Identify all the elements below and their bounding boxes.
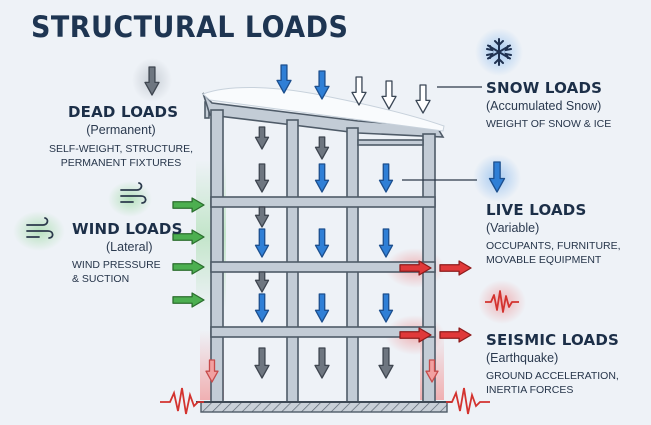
live-arrow-f3-b3	[378, 163, 394, 193]
load-arrows	[144, 64, 506, 383]
wind-arrow-3	[172, 259, 205, 275]
seismic-loads-label: SEISMIC LOADS (Earthquake) GROUND ACCELE…	[486, 331, 619, 397]
dead-loads-label: DEAD LOADS (Permanent)	[68, 103, 179, 137]
seismic-desc-line-1: GROUND ACCELERATION,	[486, 370, 619, 382]
dead-arrow-bay2-ground	[314, 347, 330, 379]
live-desc-line-2: MOVABLE EQUIPMENT	[486, 254, 602, 266]
glow-layer	[13, 28, 526, 400]
seismic-arrow-lower-2	[439, 327, 472, 343]
snow-cap	[202, 87, 445, 132]
snow-desc-line-1: WEIGHT OF SNOW & ICE	[486, 118, 612, 130]
live-desc-line-1: OCCUPANTS, FURNITURE,	[486, 240, 621, 252]
dead-arrow-bay1-2	[254, 206, 270, 228]
live-arrow-f3-b2	[314, 163, 330, 193]
seismic-loads-heading: SEISMIC LOADS	[486, 331, 620, 349]
seismic-loads-subtitle: (Earthquake)	[486, 351, 559, 365]
wind-desc-line-1: WIND PRESSURE	[72, 259, 161, 271]
seismic-base-arrow-right	[425, 359, 439, 383]
live-load-icon-arrow	[488, 161, 506, 193]
dead-loads-subtitle: (Permanent)	[86, 123, 156, 137]
ground-wave-right	[446, 387, 490, 415]
seismic-arrow-upper-1	[399, 260, 432, 276]
ground-wave-left	[160, 387, 204, 415]
snow-arrow-1	[351, 76, 367, 106]
live-arrow-f2-b1	[254, 228, 270, 258]
dead-arrow-bay1-top	[254, 126, 270, 150]
seismic-base-arrow-left	[205, 359, 219, 383]
seismic-arrow-upper-2	[439, 260, 472, 276]
snow-loads-subtitle: (Accumulated Snow)	[486, 99, 602, 113]
live-arrow-f2-b3	[378, 228, 394, 258]
wind-arrow-4	[172, 292, 205, 308]
dead-loads-heading: DEAD LOADS	[68, 103, 179, 121]
wind-loads-label: WIND LOADS (Lateral) WIND PRESSURE & SUC…	[72, 220, 183, 286]
ground-base	[196, 401, 452, 413]
dead-load-icon-arrow	[144, 66, 160, 96]
dead-arrow-bay1-1	[254, 163, 270, 193]
wind-gust-icon-left	[26, 217, 54, 239]
wind-loads-heading: WIND LOADS	[72, 220, 183, 238]
dead-arrow-bay3-ground	[378, 347, 394, 379]
live-arrow-f2-b2	[314, 228, 330, 258]
wind-arrow-1	[172, 197, 205, 213]
snow-loads-heading: SNOW LOADS	[486, 79, 603, 97]
dead-loads-description: SELF-WEIGHT, STRUCTURE, PERMANENT FIXTUR…	[36, 142, 206, 170]
dead-desc-line-2: PERMANENT FIXTURES	[60, 157, 182, 169]
live-loads-heading: LIVE LOADS	[486, 201, 587, 219]
live-loads-subtitle: (Variable)	[486, 221, 540, 235]
live-arrow-f1-b1	[254, 293, 270, 323]
snowflake-icon	[486, 38, 512, 66]
snow-arrow-3	[415, 84, 431, 114]
dead-arrow-bay1-ground	[254, 347, 270, 379]
wind-arrow-2	[172, 229, 205, 245]
snow-loads-label: SNOW LOADS (Accumulated Snow) WEIGHT OF …	[486, 79, 611, 131]
live-arrow-f1-b2	[314, 293, 330, 323]
wind-loads-subtitle: (Lateral)	[106, 240, 153, 254]
dead-desc-line-1: SELF-WEIGHT, STRUCTURE,	[48, 143, 194, 155]
seismic-arrow-lower-1	[399, 327, 432, 343]
dead-arrow-bay2-top	[314, 136, 330, 160]
live-loads-label: LIVE LOADS (Variable) OCCUPANTS, FURNITU…	[486, 201, 621, 267]
building-frame	[202, 92, 445, 403]
seismic-wave-icon	[485, 290, 519, 313]
seismic-desc-line-2: INERTIA FORCES	[486, 384, 574, 396]
page-title: STRUCTURAL LOADS	[31, 10, 349, 44]
roof-live-arrow-2	[314, 70, 330, 100]
dead-arrow-bay1-3	[254, 271, 270, 293]
roof-live-arrow-1	[276, 64, 292, 94]
live-arrow-f1-b3	[378, 293, 394, 323]
wind-desc-line-2: & SUCTION	[72, 273, 130, 285]
wind-gust-icon	[120, 182, 147, 204]
snow-arrow-2	[381, 80, 397, 110]
